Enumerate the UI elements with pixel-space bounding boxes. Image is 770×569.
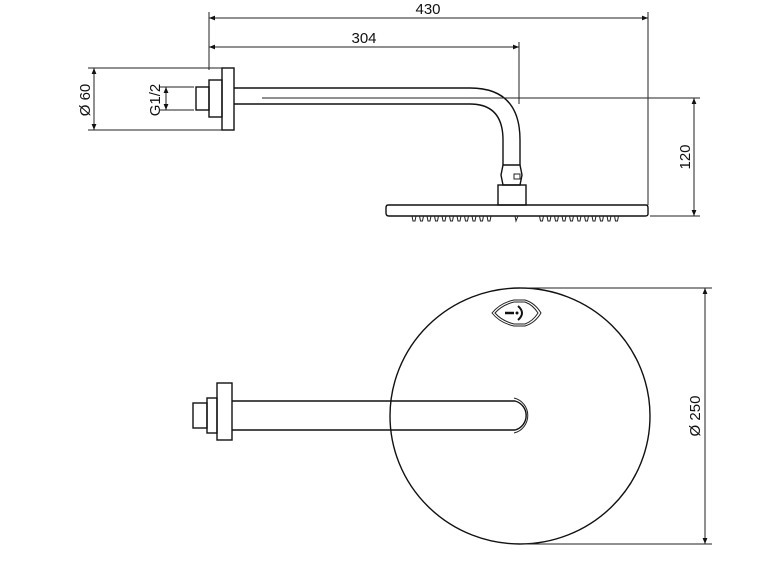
shower-head-side	[385, 204, 649, 223]
nozzle	[599, 215, 604, 222]
nozzle	[426, 215, 432, 222]
shower-arm-top	[192, 382, 529, 441]
nozzle	[471, 215, 477, 222]
dimension-304: 304	[209, 30, 520, 104]
wall-flange	[195, 67, 235, 131]
nozzle	[479, 215, 484, 222]
nozzles	[411, 215, 619, 223]
nozzle	[411, 215, 417, 222]
nozzle	[441, 215, 447, 222]
nozzle	[464, 215, 469, 222]
dimension-diameter-60: Ø 60	[77, 67, 222, 131]
nozzle	[584, 215, 589, 222]
nozzle	[539, 215, 544, 222]
nozzle	[569, 215, 574, 222]
nozzle	[606, 215, 612, 222]
dimension-120: 120	[650, 98, 700, 217]
side-view: 430 304 Ø 60 G1/2	[77, 1, 700, 223]
nozzle	[449, 215, 454, 222]
brand-logo	[491, 299, 542, 327]
dim-arm-length-label: 304	[351, 30, 376, 47]
nozzle	[456, 215, 462, 222]
dimension-430: 430	[208, 1, 649, 205]
swivel-connector	[497, 164, 527, 206]
nozzle	[486, 215, 492, 222]
dim-head-diameter-label: Ø 250	[687, 396, 704, 437]
dimension-diameter-250: Ø 250	[520, 287, 712, 545]
nozzle	[576, 215, 582, 222]
dimension-thread: G1/2	[147, 84, 194, 117]
dim-flange-diameter-label: Ø 60	[77, 84, 94, 117]
top-view: Ø 250	[192, 287, 712, 545]
nozzle	[434, 215, 439, 222]
nozzle	[591, 215, 597, 222]
dim-total-length-label: 430	[415, 1, 440, 18]
nozzle	[561, 215, 567, 222]
nozzle	[546, 215, 552, 222]
nozzle	[554, 215, 559, 222]
dim-height-label: 120	[677, 144, 694, 169]
nozzle	[514, 215, 519, 223]
dim-thread-label: G1/2	[147, 84, 164, 117]
nozzle	[614, 215, 619, 222]
shower-arm	[234, 87, 700, 165]
nozzle	[419, 215, 424, 222]
